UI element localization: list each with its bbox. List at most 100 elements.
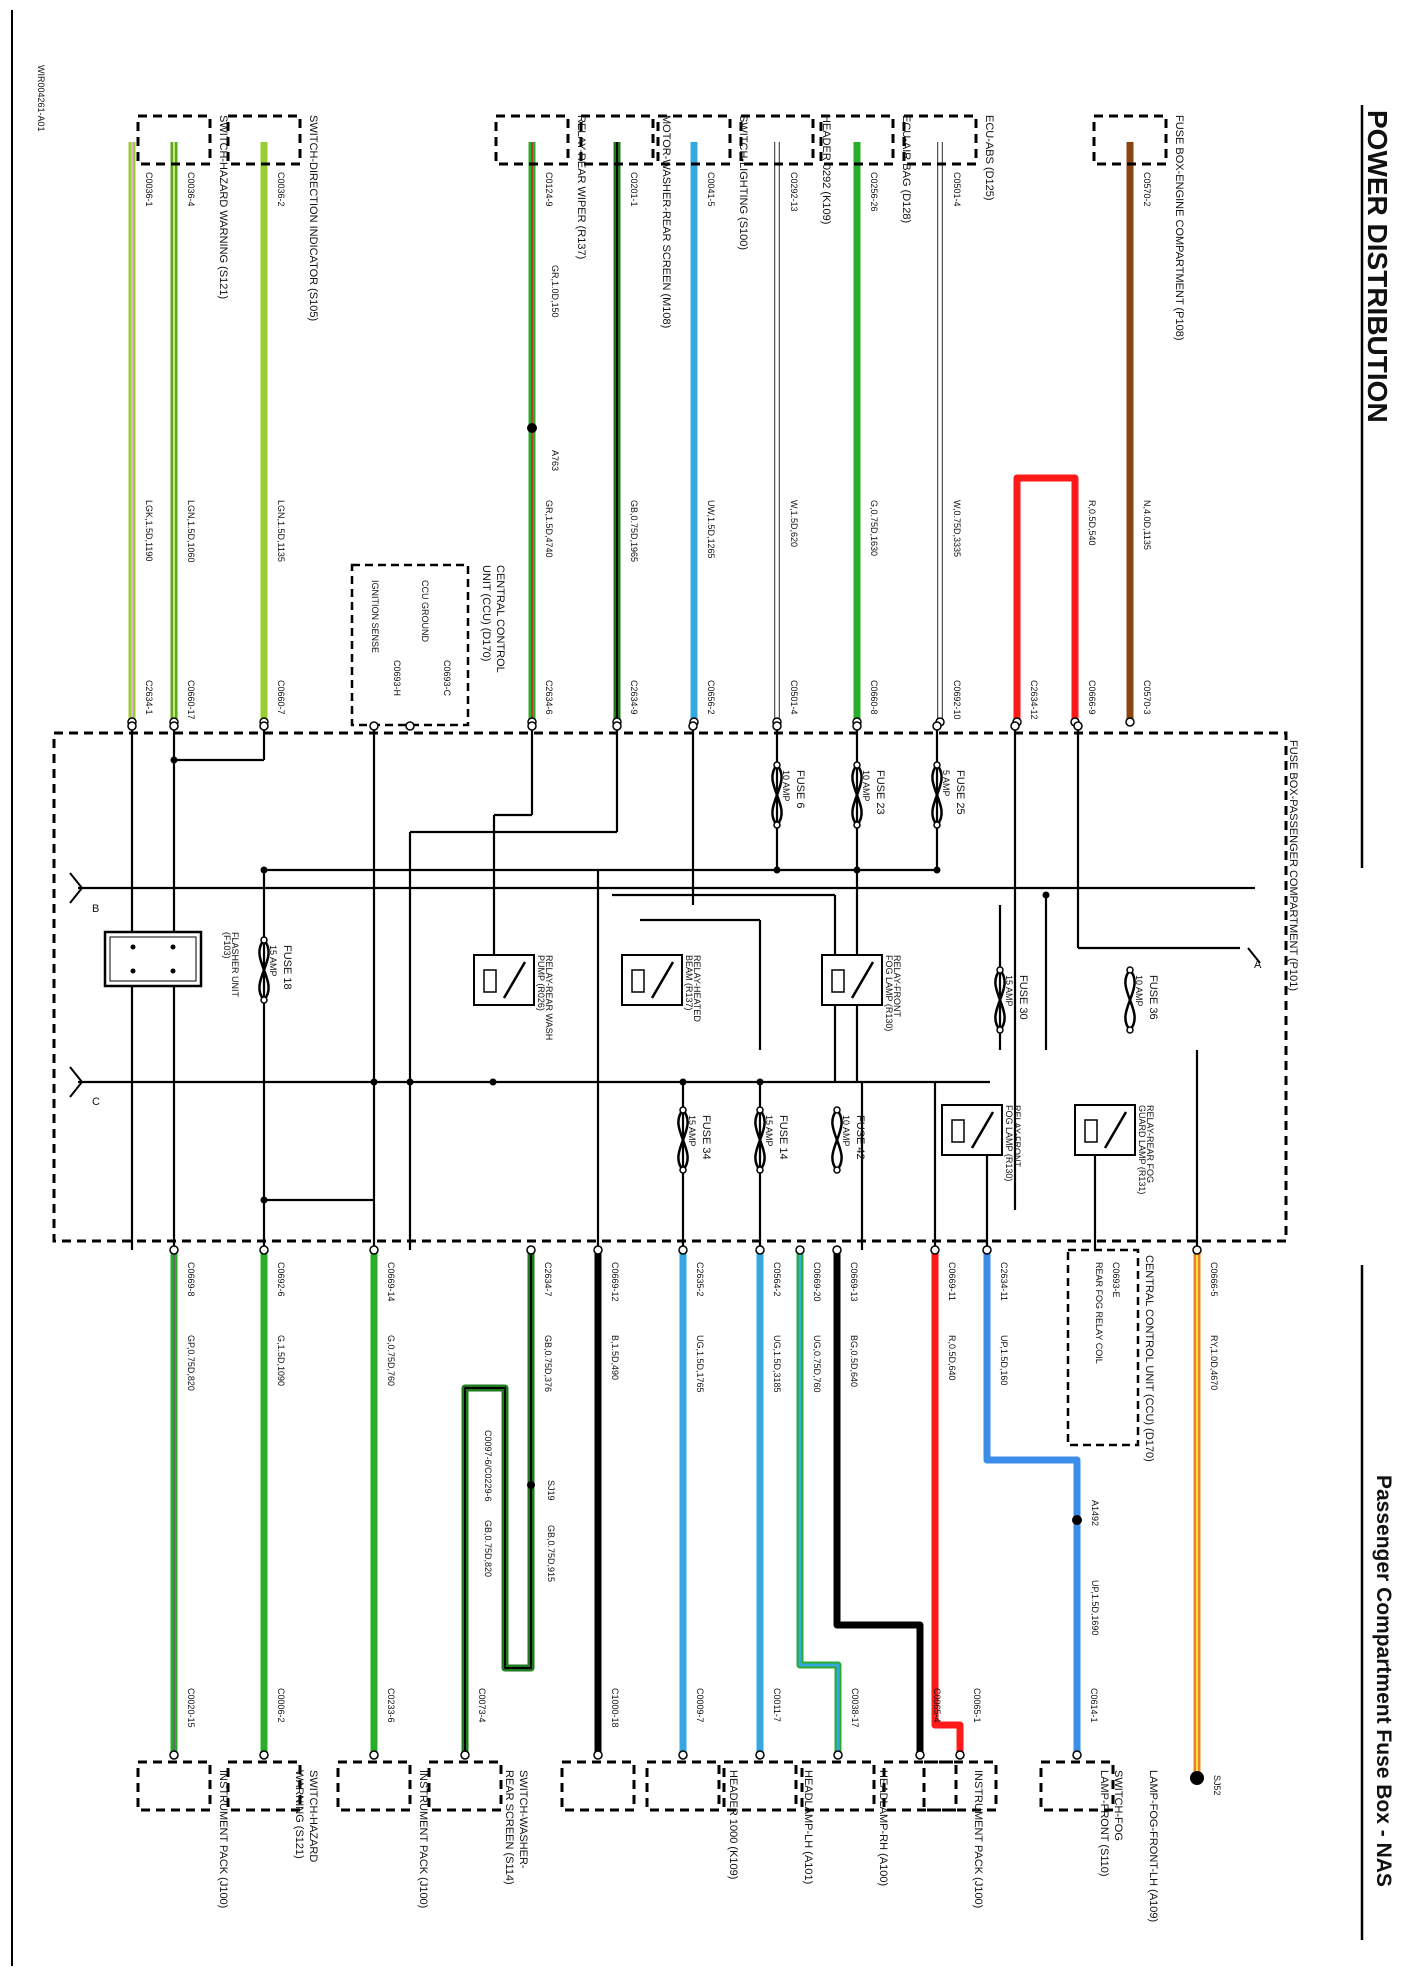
pin-dot <box>772 721 782 731</box>
pin-dot <box>259 1750 269 1760</box>
to-pin-label: C2634-12 <box>1029 680 1039 720</box>
ccu-top-title-1: CENTRAL CONTROL <box>494 565 506 673</box>
pin-dot <box>1192 1245 1202 1255</box>
wire-label: GR,1.5D,4740 <box>544 500 554 558</box>
drawing-ref: WIR004261-A01 <box>36 65 46 132</box>
pin-dot <box>369 1245 379 1255</box>
fuse-name: FUSE 42 <box>854 1115 866 1160</box>
from-pin-label: C0669-12 <box>610 1262 620 1302</box>
fuse-amp: 10 AMP <box>861 770 871 802</box>
connector-bottom <box>645 1760 721 1812</box>
splice-a1492 <box>1072 1515 1082 1525</box>
from-pin-label: C0036-1 <box>144 172 154 207</box>
component-label: SWITCH-LIGHTING (S100) <box>737 115 749 250</box>
wire-label: N,4.0D,1135 <box>1142 500 1152 550</box>
fuse-name: FUSE 36 <box>1147 975 1159 1020</box>
pin-dot <box>915 1750 925 1760</box>
connector-bottom <box>336 1760 412 1812</box>
fuse-name: FUSE 23 <box>874 770 886 815</box>
from-pin-label: C2635-2 <box>695 1262 705 1297</box>
ccu-top-item-1: CCU GROUND <box>420 580 430 642</box>
pin-dot <box>169 1245 179 1255</box>
from-pin-label: C0669-11 <box>947 1262 957 1301</box>
wire-t2 <box>1013 474 1079 722</box>
to-pin-label: C0038-17 <box>850 1688 860 1728</box>
component-label: SWITCH-FOG <box>1112 1770 1124 1841</box>
flasher-unit <box>103 930 203 988</box>
wire-label: UG,0.75D,760 <box>812 1335 822 1393</box>
fuse-name: FUSE 14 <box>777 1115 789 1160</box>
splice-sj19-label: SJ19 <box>546 1480 556 1501</box>
to-pin-label: C2634-6 <box>544 680 554 715</box>
pin-dot <box>678 1245 688 1255</box>
wire-b3 <box>931 1250 964 1755</box>
pin-dot <box>678 1750 688 1760</box>
component-label: HEADER 0292 (K109) <box>820 115 832 224</box>
component-label: SWITCH-HAZARD WARNING (S121) <box>217 115 229 299</box>
wire-label: LGN,1.5D,1135 <box>276 500 286 562</box>
pin-dot <box>755 1750 765 1760</box>
wire-label: B,1.5D,490 <box>610 1335 620 1380</box>
from-pin-label: C0036-2 <box>276 172 286 207</box>
connector-top <box>494 114 570 166</box>
splice-sj52-label: SJ52 <box>1212 1775 1222 1796</box>
wire-label: GB,0.75D,1965 <box>629 500 639 562</box>
wire-b9c-label: GB,0.75D,820 <box>483 1520 493 1577</box>
connector-top <box>579 114 655 166</box>
connector-bottom <box>136 1760 212 1812</box>
pin-dot <box>1073 721 1083 731</box>
to-pin-label: C0570-3 <box>1142 680 1152 715</box>
wire-label: G,0.75D,1630 <box>869 500 879 556</box>
fuse-amp: 10 AMP <box>841 1115 851 1147</box>
fuse-amp: 15 AMP <box>1004 975 1014 1007</box>
connector-top <box>739 114 815 166</box>
relay-rear-wash-name: RELAY-REAR WASH <box>544 955 554 1040</box>
ccu-bottom-pin: C0693-E <box>1111 1262 1121 1298</box>
connector-top <box>1092 114 1168 166</box>
branch-a-label: A <box>1254 959 1262 971</box>
connector-bottom <box>722 1760 798 1812</box>
pin-dot <box>852 721 862 731</box>
fuse-f6 <box>771 761 783 829</box>
pin-dot <box>688 721 698 731</box>
to-pin-label: C0660-8 <box>869 680 879 715</box>
page-subtitle: Passenger Compartment Fuse Box - NAS <box>1372 1475 1395 1887</box>
pin-dot <box>832 1245 842 1255</box>
to-pin-label: C0692-10 <box>952 680 962 720</box>
component-label: MOTOR-WASHER-REAR SCREEN (M108) <box>660 115 672 328</box>
pin-dot <box>259 721 269 731</box>
relay-front-fog-lamp-1 <box>821 954 883 1006</box>
wire-t9b-label: GR,1.0D,150 <box>550 265 560 318</box>
pin-dot <box>612 721 622 731</box>
splice-sj52 <box>1190 1771 1204 1785</box>
wire-b9 <box>461 1250 535 1755</box>
connector-bottom <box>1039 1760 1115 1812</box>
from-pin-label: C0201-1 <box>629 172 639 207</box>
relay-rear-fog <box>1074 1104 1136 1156</box>
pin-dot <box>127 721 137 731</box>
component-label: HEADLAMP-LH (A101) <box>802 1770 814 1884</box>
from-pin-label: C0256-26 <box>869 172 879 212</box>
relay-heated-beam-name: RELAY-HEATED <box>692 955 702 1022</box>
wire-label: R,0.5D,640 <box>947 1335 957 1381</box>
from-pin-label: C0564-2 <box>772 1262 782 1297</box>
flasher-unit-name: FLASHER UNIT <box>230 932 240 998</box>
relay-rear-wash-ref: PUMP (R026) <box>536 955 546 1011</box>
relay-front-fog-1-ref: FOG LAMP (R130) <box>884 955 894 1031</box>
ccu-bottom-box <box>1066 1248 1140 1447</box>
wire-label: W,0.75D,3335 <box>952 500 962 557</box>
splice-a763-label: A763 <box>550 450 560 471</box>
from-pin-label: C0669-20 <box>812 1262 822 1302</box>
pin-dot <box>169 721 179 731</box>
component-label: SWITCH-DIRECTION INDICATOR (S105) <box>307 115 319 321</box>
fuse-name: FUSE 25 <box>954 770 966 815</box>
ccu-top-item-2: IGNITION SENSE <box>370 580 380 653</box>
from-pin-label: C0692-6 <box>276 1262 286 1297</box>
connector-top <box>656 114 732 166</box>
connector-top <box>226 114 302 166</box>
fuse-f30 <box>994 966 1006 1034</box>
fuse-amp: 5 AMP <box>941 770 951 797</box>
ccu-top-pin-1: C0693-C <box>442 660 452 697</box>
connector-bottom <box>922 1760 998 1812</box>
pin-dot <box>369 721 379 731</box>
